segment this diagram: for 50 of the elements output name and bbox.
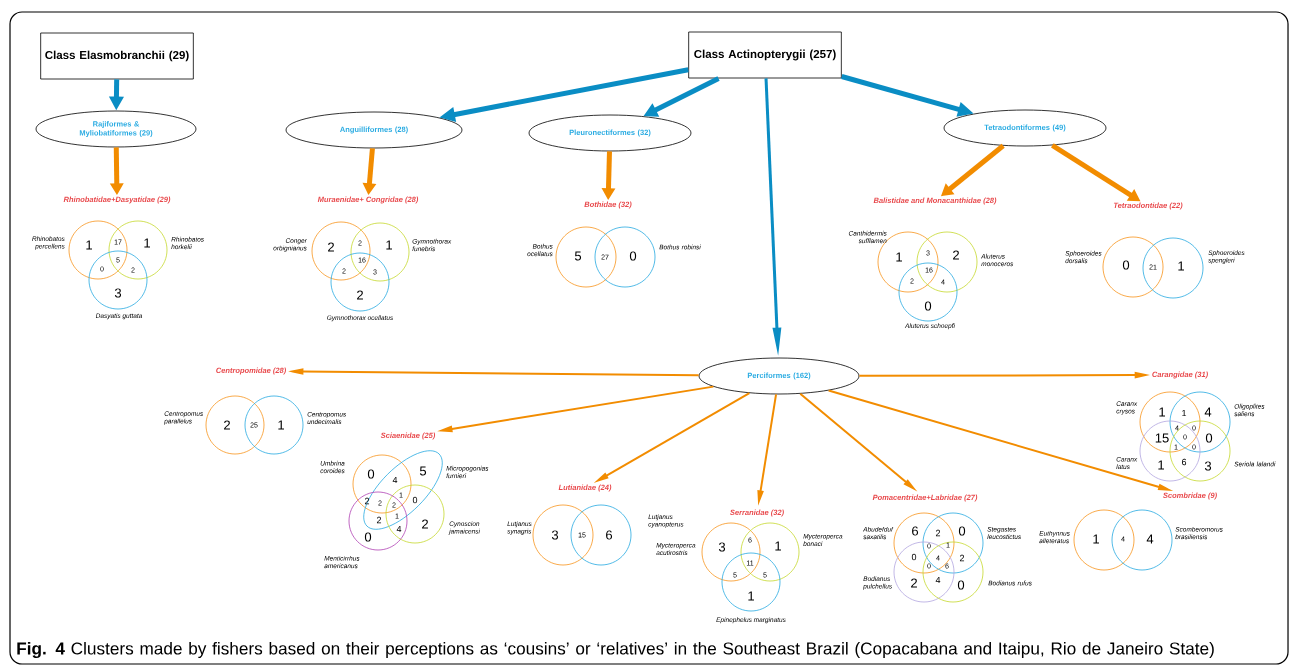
- count-label: 1: [1158, 460, 1164, 470]
- count-label: 5: [574, 251, 582, 261]
- count-label: 1: [86, 240, 92, 250]
- count-label: 1: [1159, 407, 1165, 417]
- count-label: 2: [935, 529, 941, 537]
- count-label: 2: [959, 554, 965, 562]
- count-label: 0: [364, 532, 372, 542]
- count-label: 1: [1182, 409, 1187, 417]
- count-label: 0: [1205, 433, 1213, 443]
- count-label: 4: [1146, 534, 1154, 544]
- count-label: 1: [1093, 534, 1099, 544]
- count-label: 0: [958, 526, 966, 536]
- count-label: 2: [953, 250, 959, 260]
- count-label: 2: [328, 242, 334, 252]
- count-label: 4: [396, 525, 402, 533]
- count-label: 0: [1122, 260, 1130, 270]
- count-label: 15: [1155, 433, 1169, 443]
- count-label: 2: [911, 578, 917, 588]
- count-label: 1: [748, 591, 754, 601]
- count-label: 6: [606, 530, 613, 540]
- count-label: 3: [114, 288, 122, 298]
- count-label: 6: [1181, 458, 1187, 466]
- count-label: 0: [911, 553, 917, 561]
- count-label: 1: [1178, 261, 1184, 271]
- count-label: 2: [376, 516, 382, 524]
- count-label: 0: [412, 496, 418, 504]
- count-label: 4: [1204, 407, 1212, 417]
- count-label: 1: [386, 240, 392, 250]
- count-label: 2: [364, 497, 370, 505]
- count-label: 4: [935, 576, 941, 584]
- count-label: 0: [367, 469, 375, 479]
- class-box: Class Elasmobranchii (29): [40, 32, 194, 80]
- count-label: 1: [278, 420, 284, 430]
- class-box: Class Actinopterygii (257): [688, 31, 842, 79]
- count-label: 3: [1204, 461, 1212, 471]
- count-label: 1: [144, 238, 150, 248]
- count-label: 6: [912, 526, 919, 536]
- count-label: 0: [629, 251, 637, 261]
- count-label: 2: [422, 519, 428, 529]
- count-label: 1: [775, 541, 781, 551]
- count-label: 5: [419, 466, 427, 476]
- count-label: 4: [392, 476, 398, 484]
- count-label: 3: [551, 530, 559, 540]
- count-label: 2: [357, 290, 363, 300]
- figure-caption: Fig. 4 Clusters made by fishers based on their perceptions as ‘cousins’ or ‘relatives’ in the Southeast Brazil (Copacabana and Itaipu, Rio de Janeiro State): [17, 641, 1214, 659]
- count-label: 1: [896, 252, 902, 262]
- count-label: 0: [924, 301, 932, 311]
- count-label: 0: [957, 580, 965, 590]
- count-label: 2: [224, 420, 230, 430]
- count-label: 3: [718, 542, 726, 552]
